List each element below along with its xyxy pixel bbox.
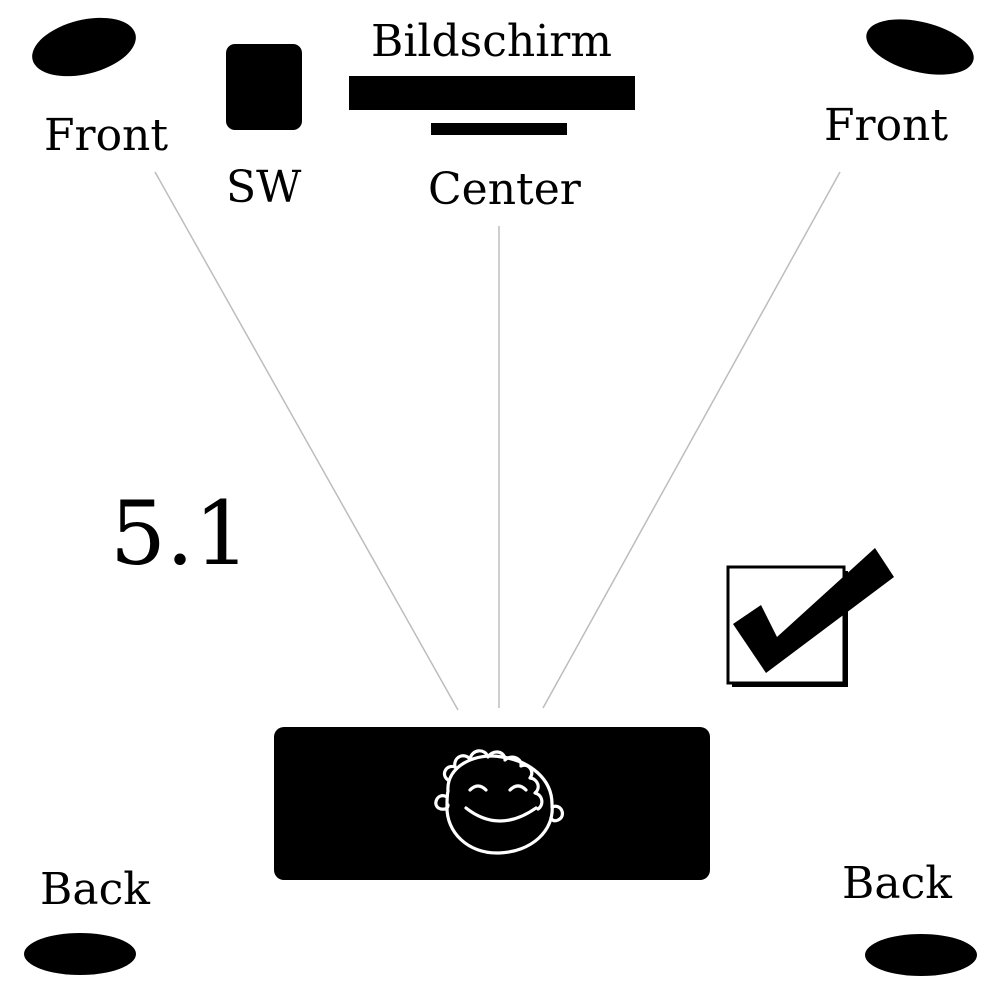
- configuration-label: 5.1: [110, 482, 250, 585]
- back-right-label: Back: [842, 858, 952, 909]
- back-right-speaker-icon: [865, 934, 977, 976]
- sightline-front-left: [154, 171, 459, 711]
- listener-seat: [274, 727, 710, 880]
- smiley-face-icon: [434, 749, 565, 855]
- subwoofer-icon: [226, 44, 302, 130]
- front-left-label: Front: [44, 110, 169, 161]
- center-speaker-icon: [431, 123, 567, 135]
- subwoofer-label: SW: [226, 162, 302, 213]
- back-left-label: Back: [40, 864, 150, 915]
- sightline-front-right: [542, 171, 841, 709]
- screen-icon: [349, 76, 635, 110]
- checkmark-icon: [726, 548, 894, 687]
- screen-label: Bildschirm: [371, 16, 613, 67]
- back-left-speaker-icon: [24, 933, 136, 975]
- front-right-label: Front: [824, 100, 949, 151]
- front-right-speaker-icon: [866, 19, 974, 75]
- center-label: Center: [428, 164, 581, 215]
- front-left-speaker-icon: [32, 17, 136, 77]
